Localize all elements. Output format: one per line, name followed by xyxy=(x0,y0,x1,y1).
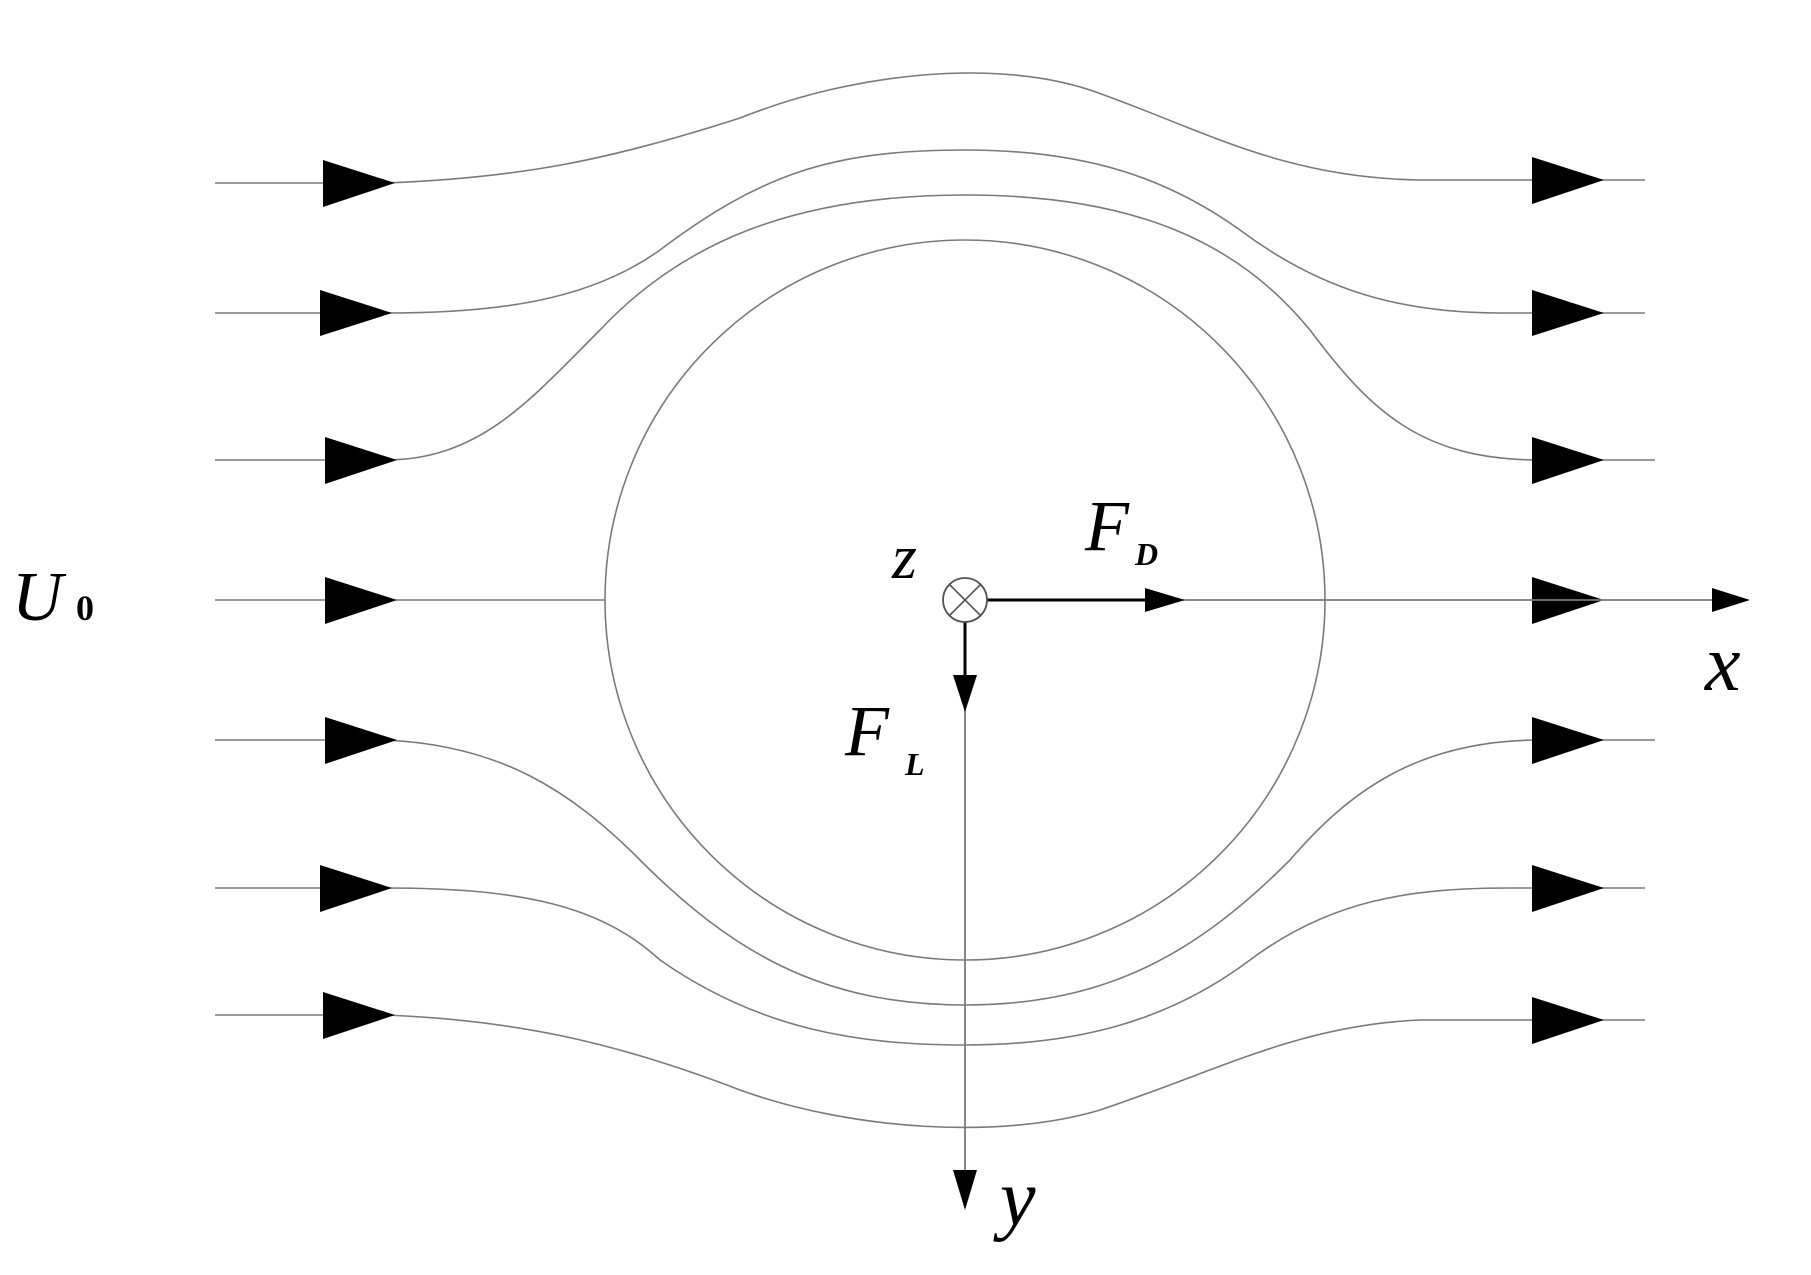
arrowhead-left-4 xyxy=(325,577,397,624)
x-axis-label: x xyxy=(1704,620,1741,708)
arrowhead-right-5 xyxy=(1532,717,1604,764)
y-axis-label: y xyxy=(993,1155,1036,1243)
arrowhead-right-1 xyxy=(1532,157,1604,204)
lift-force-label: F xyxy=(844,691,890,771)
x-axis-arrowhead xyxy=(1712,588,1750,612)
outflow-arrows xyxy=(1532,157,1604,1044)
lift-force-subscript: L xyxy=(904,746,925,782)
streamline-bottom-1 xyxy=(215,739,1655,1006)
arrowhead-left-7 xyxy=(323,992,395,1039)
arrowhead-right-3 xyxy=(1532,437,1604,484)
streamline-bottom-2 xyxy=(215,887,1645,1046)
lift-force-arrowhead xyxy=(953,675,977,712)
z-axis-into-page-icon xyxy=(942,577,988,623)
streamline-top-1 xyxy=(215,72,1645,184)
arrowhead-left-3 xyxy=(325,437,397,484)
drag-force-subscript: D xyxy=(1134,536,1158,572)
drag-force-label: F xyxy=(1084,486,1130,566)
streamline-top-2 xyxy=(215,149,1645,314)
arrowhead-left-5 xyxy=(325,717,397,764)
arrowhead-left-6 xyxy=(320,865,392,912)
arrowhead-right-2 xyxy=(1532,290,1604,336)
arrowhead-left-1 xyxy=(323,160,395,207)
freestream-velocity-label: U xyxy=(12,559,67,636)
arrowhead-left-2 xyxy=(320,290,392,336)
drag-force-arrowhead xyxy=(1145,588,1185,612)
arrowhead-right-6 xyxy=(1532,865,1604,912)
freestream-velocity-subscript: 0 xyxy=(76,588,94,628)
streamline-top-3 xyxy=(215,194,1655,461)
y-axis-arrowhead xyxy=(953,1170,977,1210)
streamline-bottom-3 xyxy=(215,1014,1645,1129)
arrowhead-right-7 xyxy=(1532,997,1604,1044)
z-axis-label: z xyxy=(891,521,917,592)
inflow-arrows xyxy=(320,160,397,1039)
streamlines xyxy=(215,72,1655,1129)
